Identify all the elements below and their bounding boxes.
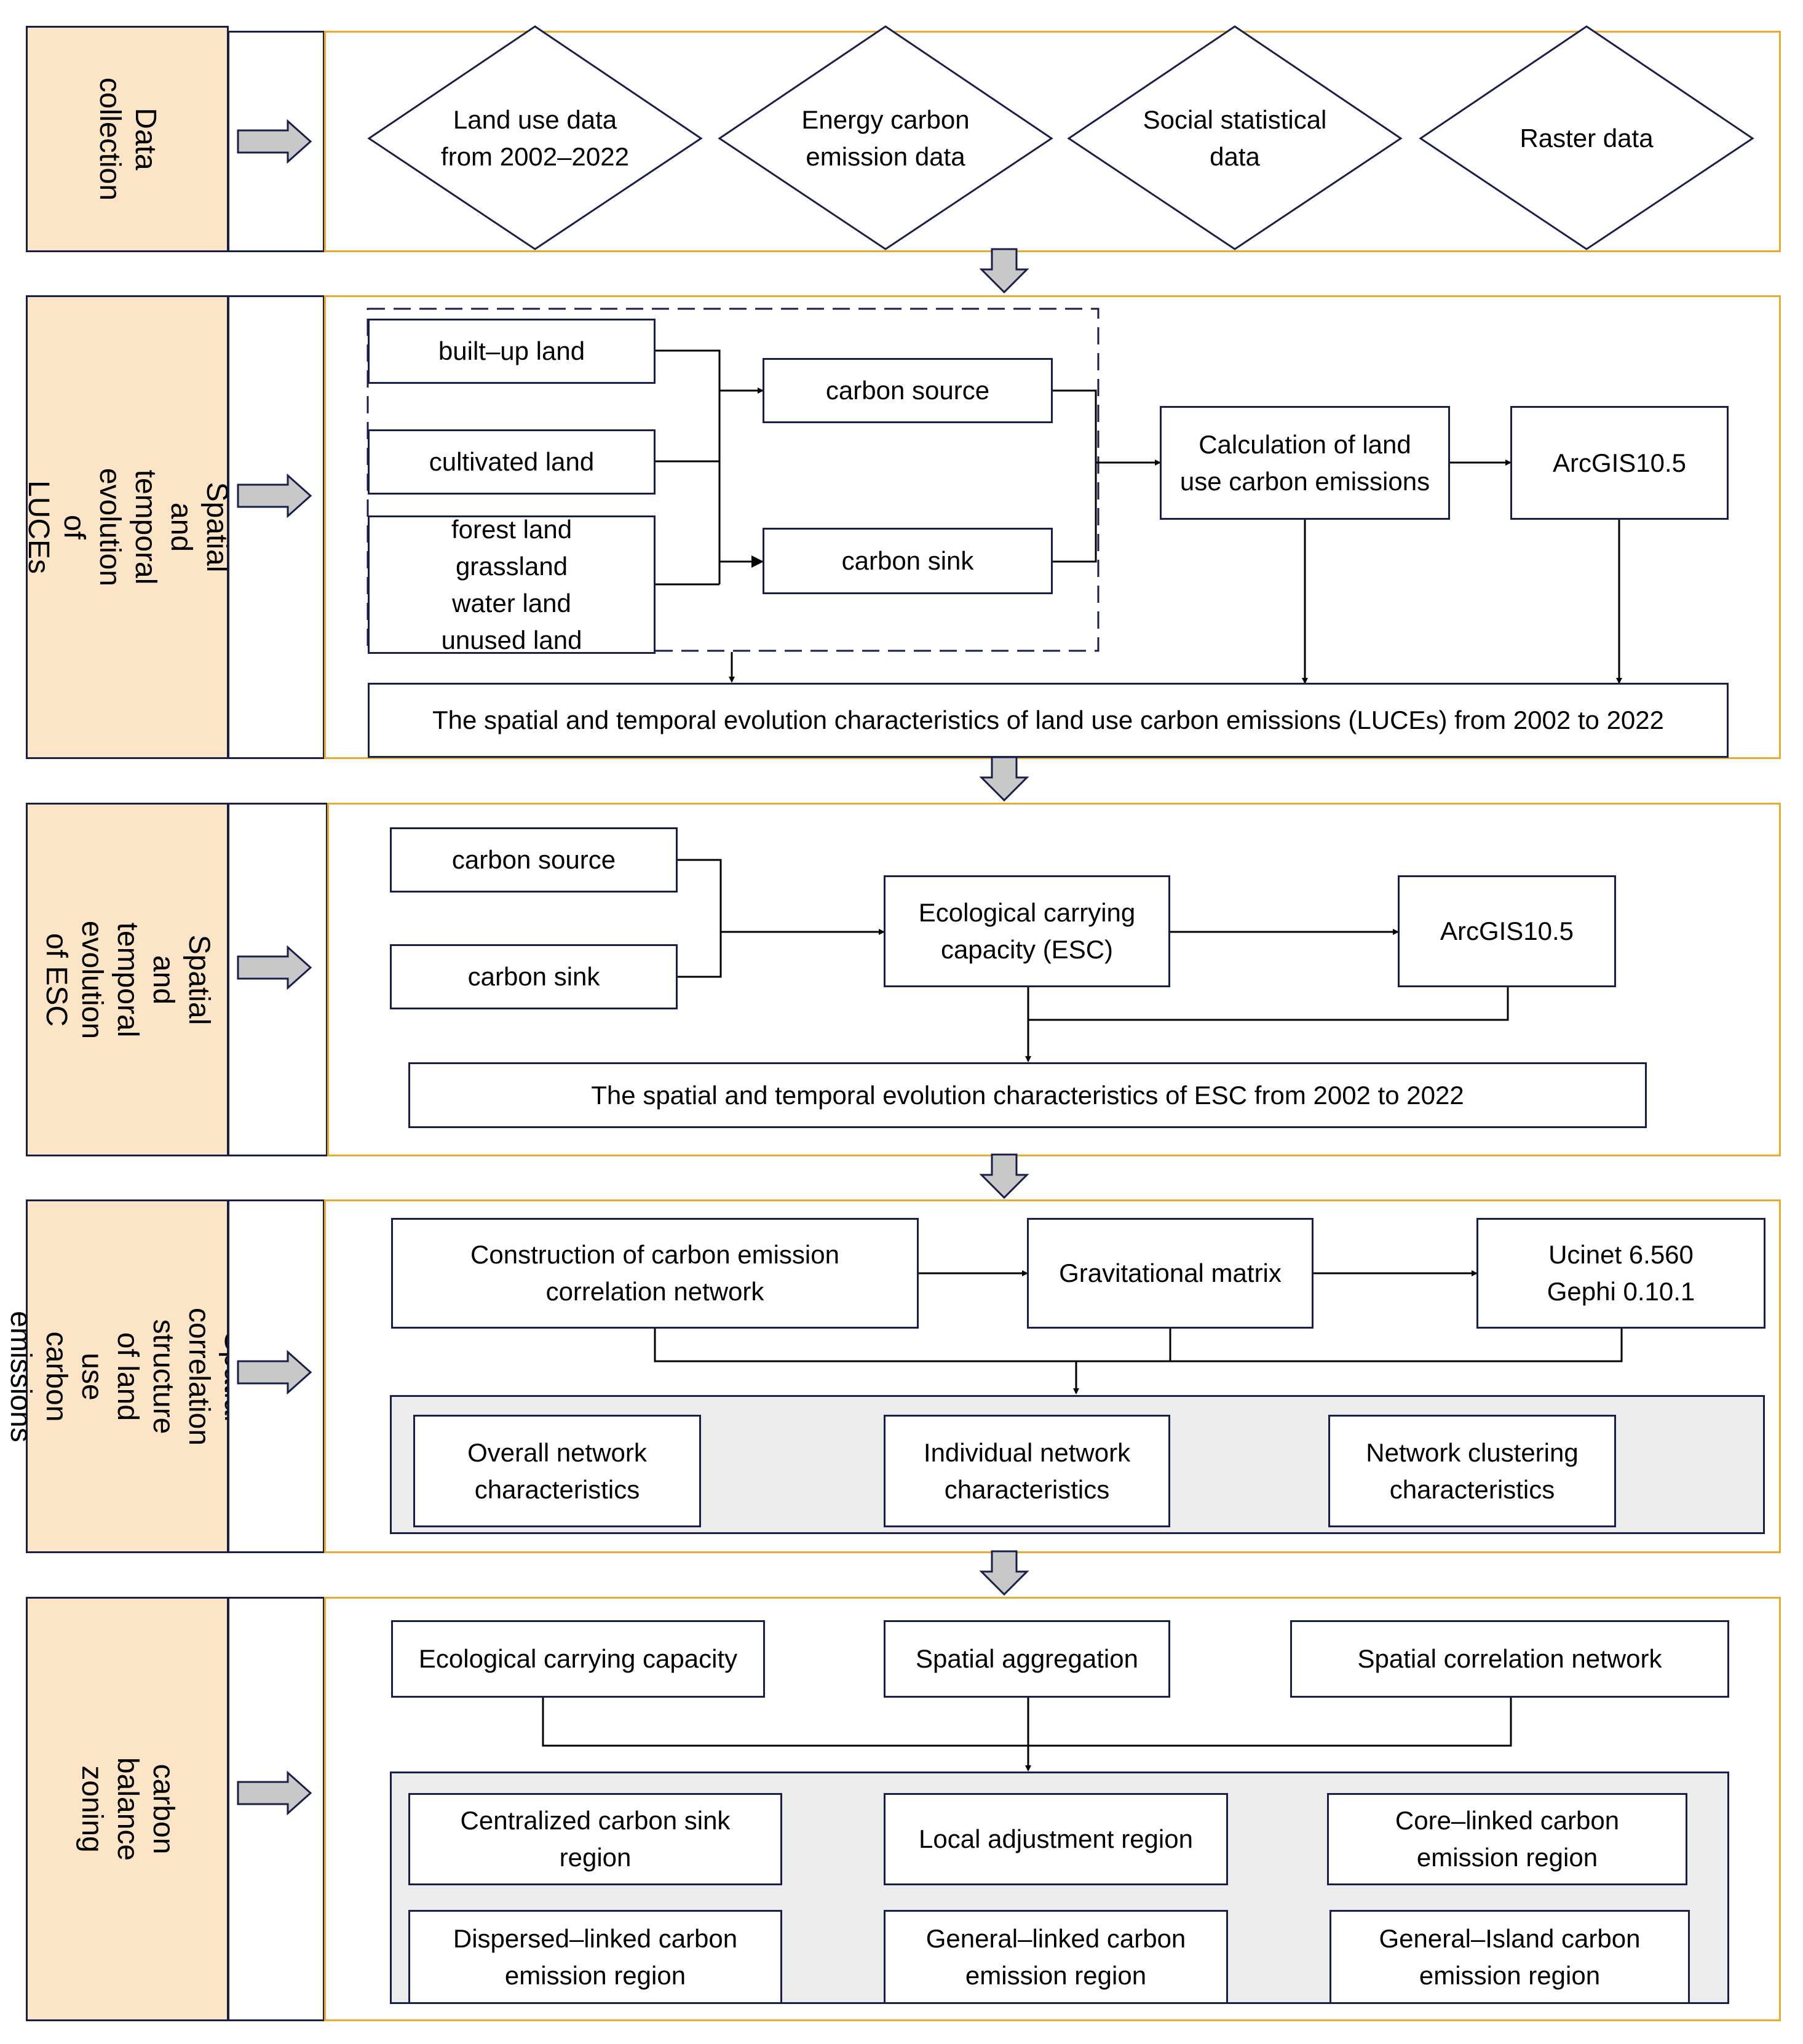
region-core-linked: Core–linked carbon emission region: [1327, 1793, 1687, 1885]
stage-title: Spatial correlation structure of land us…: [4, 1307, 251, 1446]
network-construction-box: Construction of carbon emission correlat…: [391, 1218, 919, 1329]
luces-result-box: The spatial and temporal evolution chara…: [368, 683, 1729, 758]
stage-strip: [228, 1597, 325, 2021]
zoning-input-network: Spatial correlation network: [1290, 1620, 1729, 1698]
region-general-linked: General–linked carbon emission region: [884, 1910, 1228, 2004]
esc-box: Ecological carrying capacity (ESC): [884, 875, 1170, 987]
stage-strip: [228, 1199, 325, 1553]
zoning-input-aggregation: Spatial aggregation: [884, 1620, 1170, 1698]
carbon-source-box: carbon source: [763, 358, 1053, 423]
stage-title: Spatial and temporal evolution of ESC: [40, 920, 215, 1039]
data-item-land-use: Land use data from 2002–2022: [441, 105, 629, 171]
carbon-sink-box: carbon sink: [763, 528, 1053, 594]
down-arrow-icon: [979, 756, 1029, 802]
esc-carbon-sink-box: carbon sink: [390, 944, 678, 1009]
stage-label-luces: Spatial and temporal evolution of LUCEs: [22, 295, 233, 759]
overall-network-box: Overall network characteristics: [413, 1415, 701, 1527]
stage-strip: [228, 803, 328, 1156]
data-item-raster: Raster data: [1520, 124, 1654, 153]
region-general-island: General–Island carbon emission region: [1329, 1910, 1690, 2004]
region-dispersed-linked: Dispersed–linked carbon emission region: [408, 1910, 782, 2004]
individual-network-box: Individual network characteristics: [884, 1415, 1170, 1527]
arcgis-box: ArcGIS10.5: [1510, 406, 1729, 520]
down-arrow-icon: [979, 1550, 1029, 1596]
gravitational-matrix-box: Gravitational matrix: [1027, 1218, 1314, 1329]
network-tools-box: Ucinet 6.560 Gephi 0.10.1: [1476, 1218, 1765, 1329]
stage-title: Data collection: [93, 77, 162, 201]
stage-strip: [228, 31, 325, 252]
down-arrow-icon: [979, 1153, 1029, 1199]
calculation-box: Calculation of land use carbon emissions: [1160, 406, 1450, 520]
other-land-box: forest land grassland water land unused …: [368, 515, 656, 654]
stage-label-zoning: carbon balance zoning: [26, 1597, 229, 2021]
region-local-adjustment: Local adjustment region: [884, 1793, 1228, 1885]
stage-label-data-collection: Data collection: [26, 26, 229, 252]
data-item-social: Social statistical data: [1143, 105, 1327, 171]
esc-arcgis-box: ArcGIS10.5: [1398, 875, 1616, 987]
stage-label-esc: Spatial and temporal evolution of ESC: [26, 803, 229, 1156]
esc-carbon-source-box: carbon source: [390, 827, 678, 893]
network-clustering-box: Network clustering characteristics: [1328, 1415, 1616, 1527]
built-up-land-box: built–up land: [368, 319, 656, 384]
cultivated-land-box: cultivated land: [368, 429, 656, 495]
esc-result-box: The spatial and temporal evolution chara…: [408, 1062, 1647, 1128]
down-arrow-icon: [979, 248, 1029, 294]
region-centralized-sink: Centralized carbon sink region: [408, 1793, 782, 1885]
stage-label-network: Spatial correlation structure of land us…: [4, 1199, 251, 1553]
stage-title: Spatial and temporal evolution of LUCEs: [22, 467, 233, 587]
stage-title: carbon balance zoning: [76, 1757, 180, 1861]
data-item-energy: Energy carbon emission data: [801, 105, 970, 171]
stage-strip: [228, 295, 325, 759]
zoning-input-ecological: Ecological carrying capacity: [391, 1620, 765, 1698]
